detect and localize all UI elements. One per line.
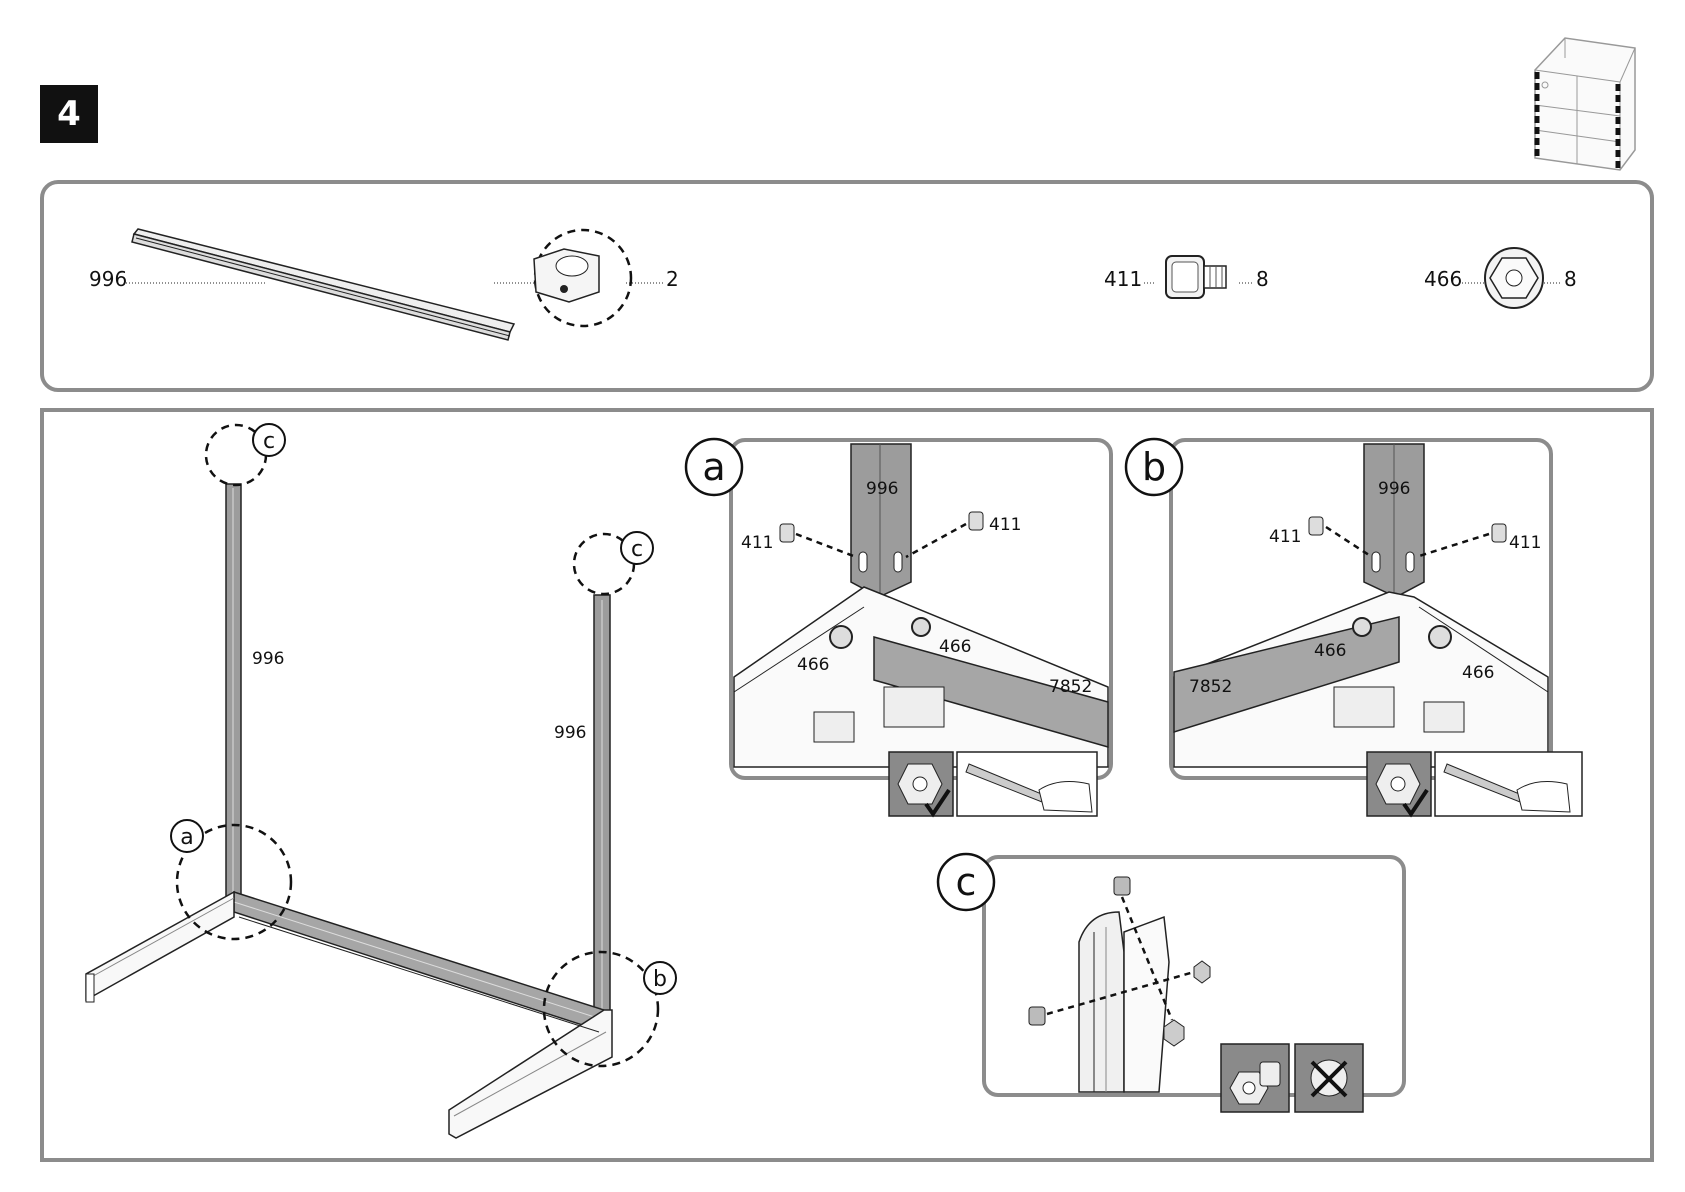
parts-panel: 996 2 411 8 466 8 xyxy=(40,180,1654,392)
frame-assembly-drawing xyxy=(86,484,612,1138)
detail-b-bolt-left: 411 xyxy=(1269,527,1301,547)
part-466-qty: 8 xyxy=(1564,267,1577,291)
detail-a-beam-label: 7852 xyxy=(1049,677,1092,697)
detail-b-callout: b xyxy=(1142,445,1166,489)
part-411-qty: 8 xyxy=(1256,267,1269,291)
detail-a-bolt-left: 411 xyxy=(741,533,773,553)
part-466-number: 466 xyxy=(1424,267,1462,291)
detail-b-beam-label: 7852 xyxy=(1189,677,1232,697)
detail-a-nut-left: 466 xyxy=(797,655,829,675)
part-411-number: 411 xyxy=(1104,267,1142,291)
left-rail-label: 996 xyxy=(252,649,284,669)
detail-a-nut-right: 466 xyxy=(939,637,971,657)
main-callout-c-top-right: c xyxy=(631,537,643,562)
detail-b-rail-label: 996 xyxy=(1378,479,1410,499)
detail-a-rail-label: 996 xyxy=(866,479,898,499)
rail-profile-icon xyxy=(126,229,664,340)
detail-b-nut-left: 466 xyxy=(1314,641,1346,661)
main-callout-b: b xyxy=(653,967,667,992)
main-callout-a: a xyxy=(180,825,193,850)
detail-a-callout: a xyxy=(702,445,725,489)
detail-a-bolt-right: 411 xyxy=(989,515,1021,535)
assembly-panel: c c a b 996 996 a xyxy=(40,408,1654,1162)
right-rail-label: 996 xyxy=(554,723,586,743)
main-callout-c-top-left: c xyxy=(263,429,275,454)
part-996-number: 996 xyxy=(89,267,127,291)
shed-thumbnail-icon xyxy=(1525,30,1655,175)
detail-b-nut-right: 466 xyxy=(1462,663,1494,683)
part-996-qty: 2 xyxy=(666,267,679,291)
square-bolt-icon xyxy=(1166,256,1226,298)
detail-b-bolt-right: 411 xyxy=(1509,533,1541,553)
flange-nut-icon xyxy=(1485,248,1543,308)
step-number-badge: 4 xyxy=(40,85,98,143)
detail-c-callout: c xyxy=(956,860,977,904)
